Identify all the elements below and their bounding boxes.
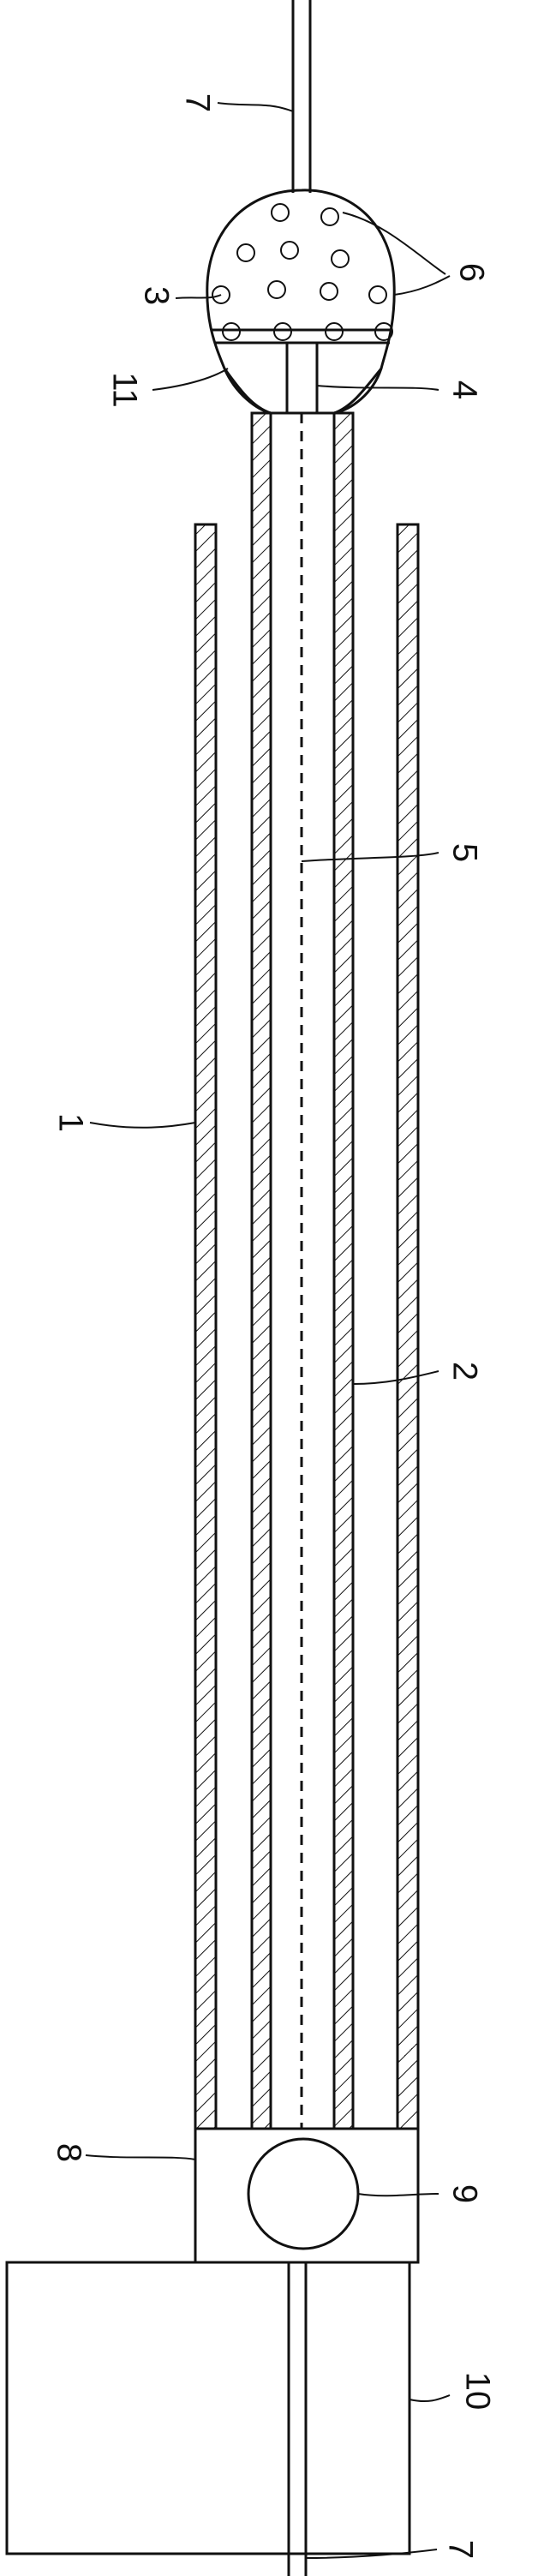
label-2: 2 bbox=[445, 1362, 483, 1381]
wire-7-bottom bbox=[289, 2262, 306, 2576]
reference-labels: 7 3 6 11 4 5 1 2 8 9 10 7 bbox=[50, 93, 496, 2559]
label-10: 10 bbox=[458, 2372, 496, 2411]
part-9 bbox=[248, 2139, 358, 2249]
label-7-top: 7 bbox=[178, 93, 216, 112]
label-3: 3 bbox=[137, 286, 175, 305]
label-4: 4 bbox=[445, 380, 483, 399]
wire-7-top bbox=[293, 0, 310, 193]
label-9: 9 bbox=[445, 2184, 483, 2203]
label-7-bottom: 7 bbox=[441, 2540, 479, 2559]
outer-tube-1 bbox=[195, 524, 418, 2129]
label-5: 5 bbox=[445, 843, 483, 862]
hole-pattern-6 bbox=[212, 204, 392, 340]
label-8: 8 bbox=[50, 2143, 87, 2162]
perforated-tip-3 bbox=[207, 190, 394, 413]
label-6: 6 bbox=[452, 263, 490, 282]
label-11: 11 bbox=[105, 372, 143, 408]
box-10 bbox=[7, 2262, 410, 2554]
label-1: 1 bbox=[51, 1113, 89, 1132]
